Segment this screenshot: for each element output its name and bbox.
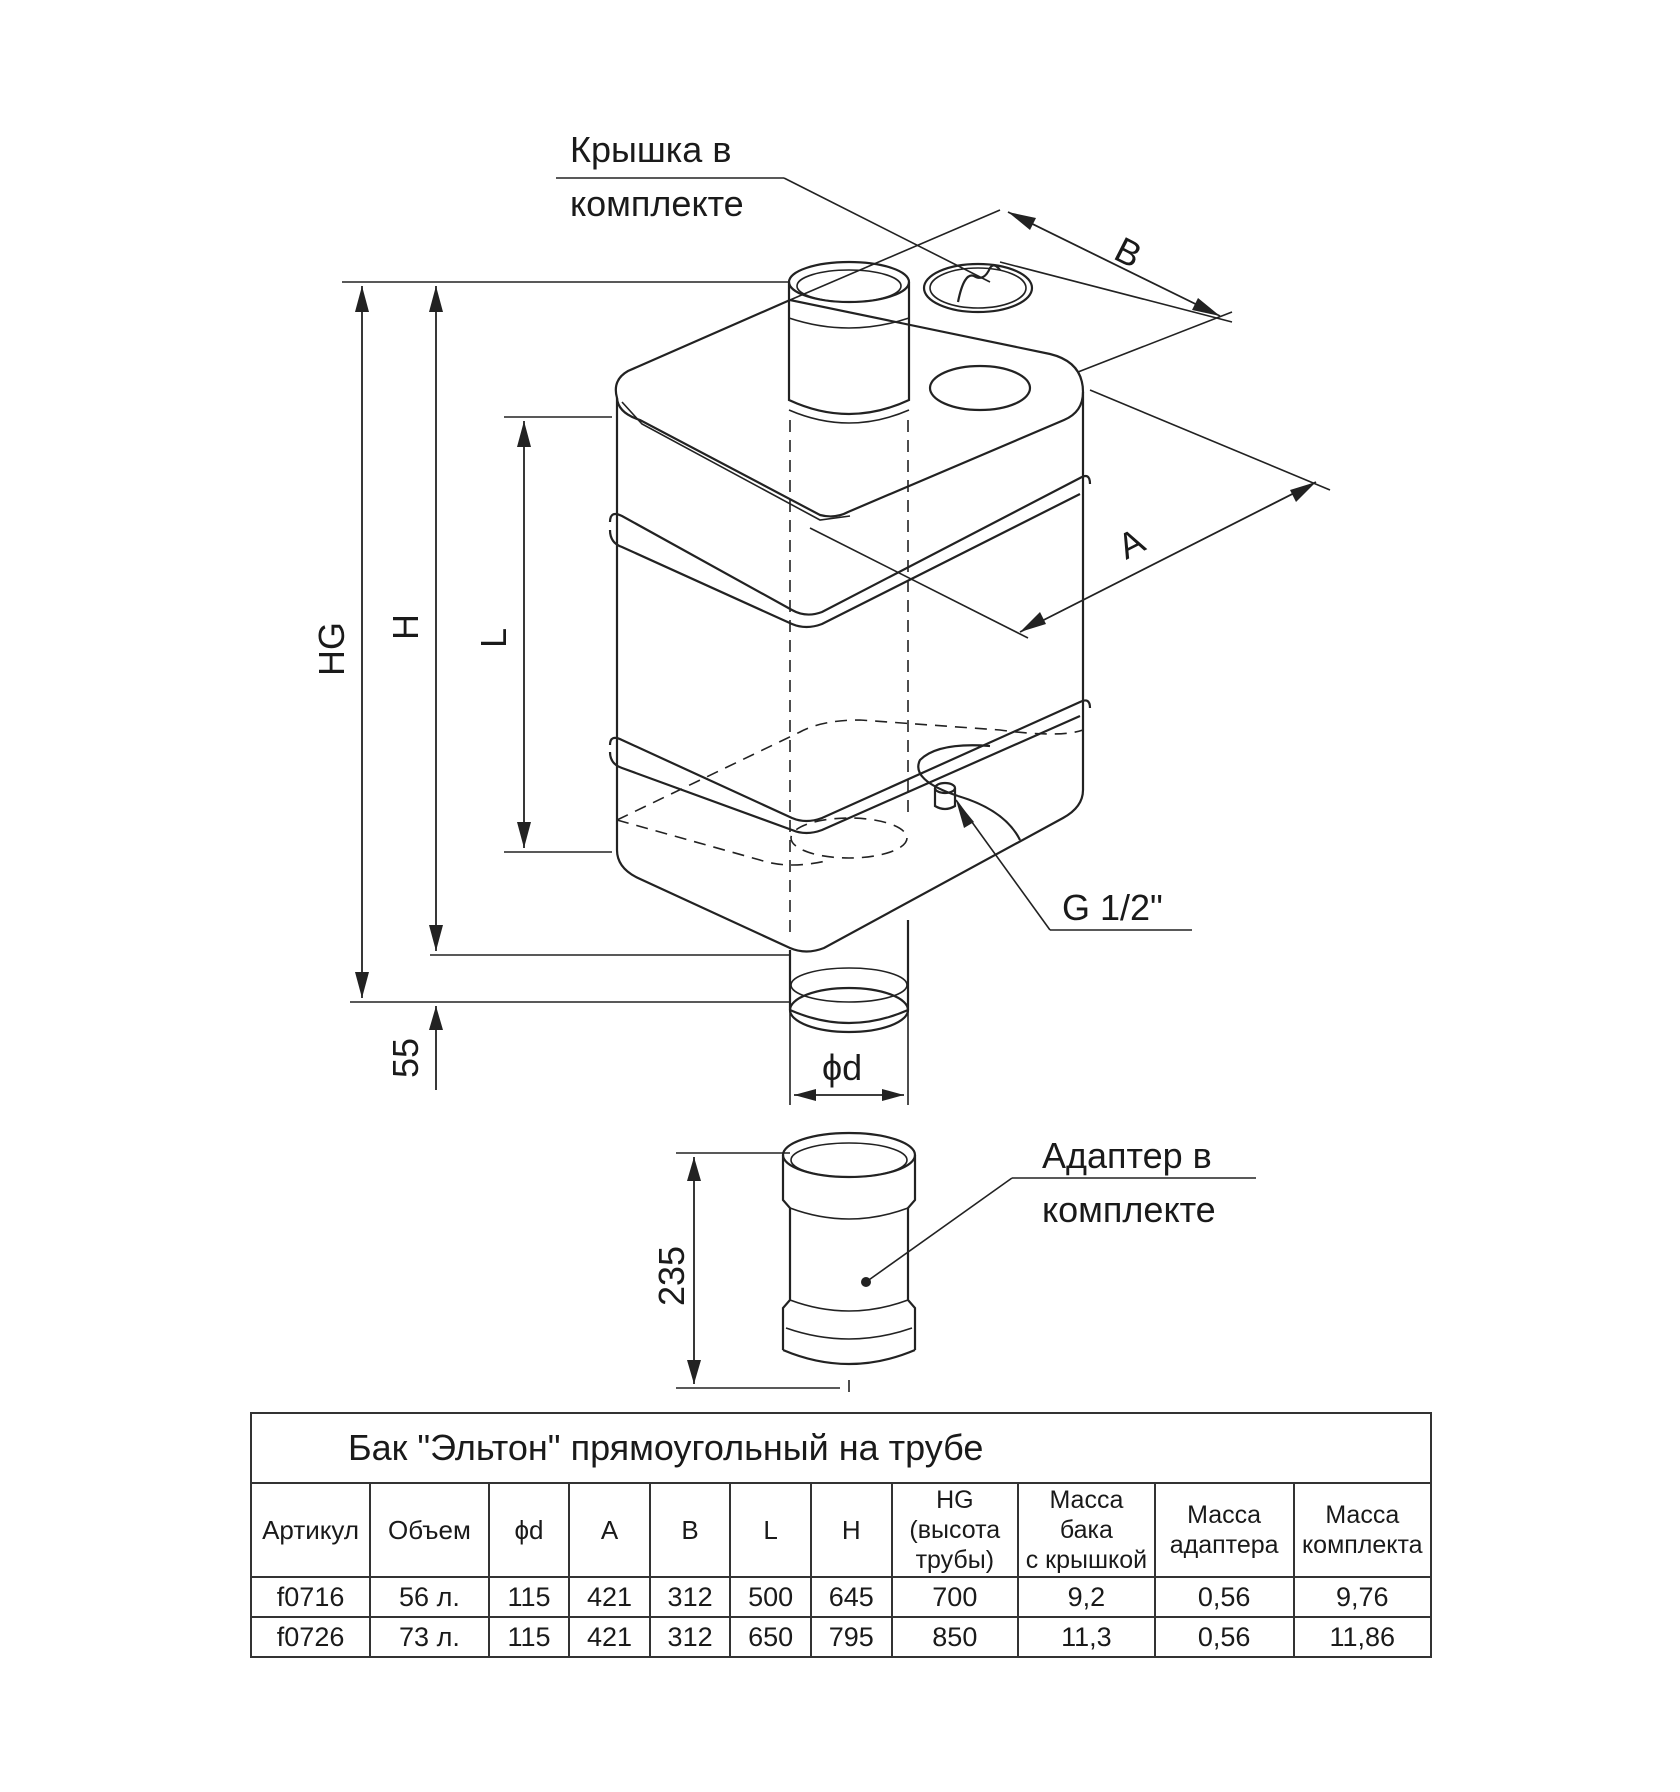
header-line: A [600,1515,619,1545]
table-cell: 11,3 [1017,1616,1156,1658]
lid-note-line1: Крышка в [570,129,731,170]
table-cell: 421 [568,1576,651,1618]
dim-B-label: B [1108,229,1148,276]
table-cell: 421 [568,1616,651,1658]
table-cell: 73 л. [369,1616,490,1658]
table-header-cell: L [729,1482,812,1578]
table-header-cell: Артикул [249,1482,372,1578]
dim-L-label: L [473,628,514,648]
table-title: Бак "Эльтон" прямоугольный на трубе [250,1412,1432,1484]
spec-table: Бак "Эльтон" прямоугольный на трубе Арти… [249,1412,1433,1658]
dim-H-label: H [385,614,426,640]
table-header-cell: Объем [369,1482,490,1578]
table-cell: 0,56 [1153,1576,1295,1618]
table-cell: 700 [890,1576,1020,1618]
header-line: трубы) [915,1546,995,1574]
header-line: Артикул [262,1515,360,1545]
header-line: HG [936,1486,974,1514]
adapter-note-line2: комплекте [1042,1189,1216,1230]
adapter-note-line1: Адаптер в [1042,1135,1212,1176]
table-cell: 312 [648,1576,732,1618]
table-cell: 115 [487,1616,571,1658]
table-cell: f0716 [249,1576,372,1618]
header-line: (высота [909,1516,1001,1544]
leader-lines [556,177,1256,1287]
table-cell: 312 [648,1616,732,1658]
table-header-cell: A [568,1482,651,1578]
lid-note-line2: комплекте [570,183,744,224]
table-title-row: Бак "Эльтон" прямоугольный на трубе [250,1412,1432,1484]
header-line: L [763,1515,778,1545]
header-line: адаптера [1169,1531,1279,1559]
header-line: ϕd [514,1515,544,1545]
table-cell: 645 [809,1576,893,1618]
table-cell: 9,76 [1292,1576,1433,1618]
header-line: Объем [388,1515,471,1545]
dim-55-label: 55 [385,1038,426,1078]
dim-d-label: ϕd [822,1047,862,1088]
table-cell: f0726 [249,1616,372,1658]
adapter-pipe [781,1131,917,1392]
table-cell: 11,86 [1292,1616,1433,1658]
table-cell: 650 [729,1616,812,1658]
table-cell: 500 [729,1576,812,1618]
table-header-cell: ϕd [487,1482,571,1578]
table-cell: 850 [890,1616,1020,1658]
dim-A-label: A [1111,520,1151,567]
header-line: комплекта [1301,1531,1423,1559]
header-line: Масса [1187,1501,1262,1529]
header-line: с крышкой [1025,1546,1148,1574]
header-line: Масса [1049,1486,1124,1514]
table-header-cell: B [648,1482,732,1578]
tank-body [608,298,1092,953]
lid-cap [922,262,1034,314]
table-cell: 795 [809,1616,893,1658]
header-line: бака [1059,1516,1113,1544]
table-cell: 9,2 [1017,1576,1156,1618]
table-cell: 0,56 [1153,1616,1295,1658]
bottom-pipe [788,920,910,1034]
dimension-lines [342,209,1331,1389]
table-cell: 56 л. [369,1576,490,1618]
table-header-cell: H [809,1482,893,1578]
header-line: Масса [1325,1501,1400,1529]
header-line: H [841,1515,861,1545]
dim-235-label: 235 [651,1246,692,1306]
dim-HG-label: HG [311,622,352,676]
header-line: B [681,1515,699,1545]
top-pipe [787,260,911,424]
table-cell: 115 [487,1576,571,1618]
fitting-label: G 1/2" [1062,887,1163,928]
